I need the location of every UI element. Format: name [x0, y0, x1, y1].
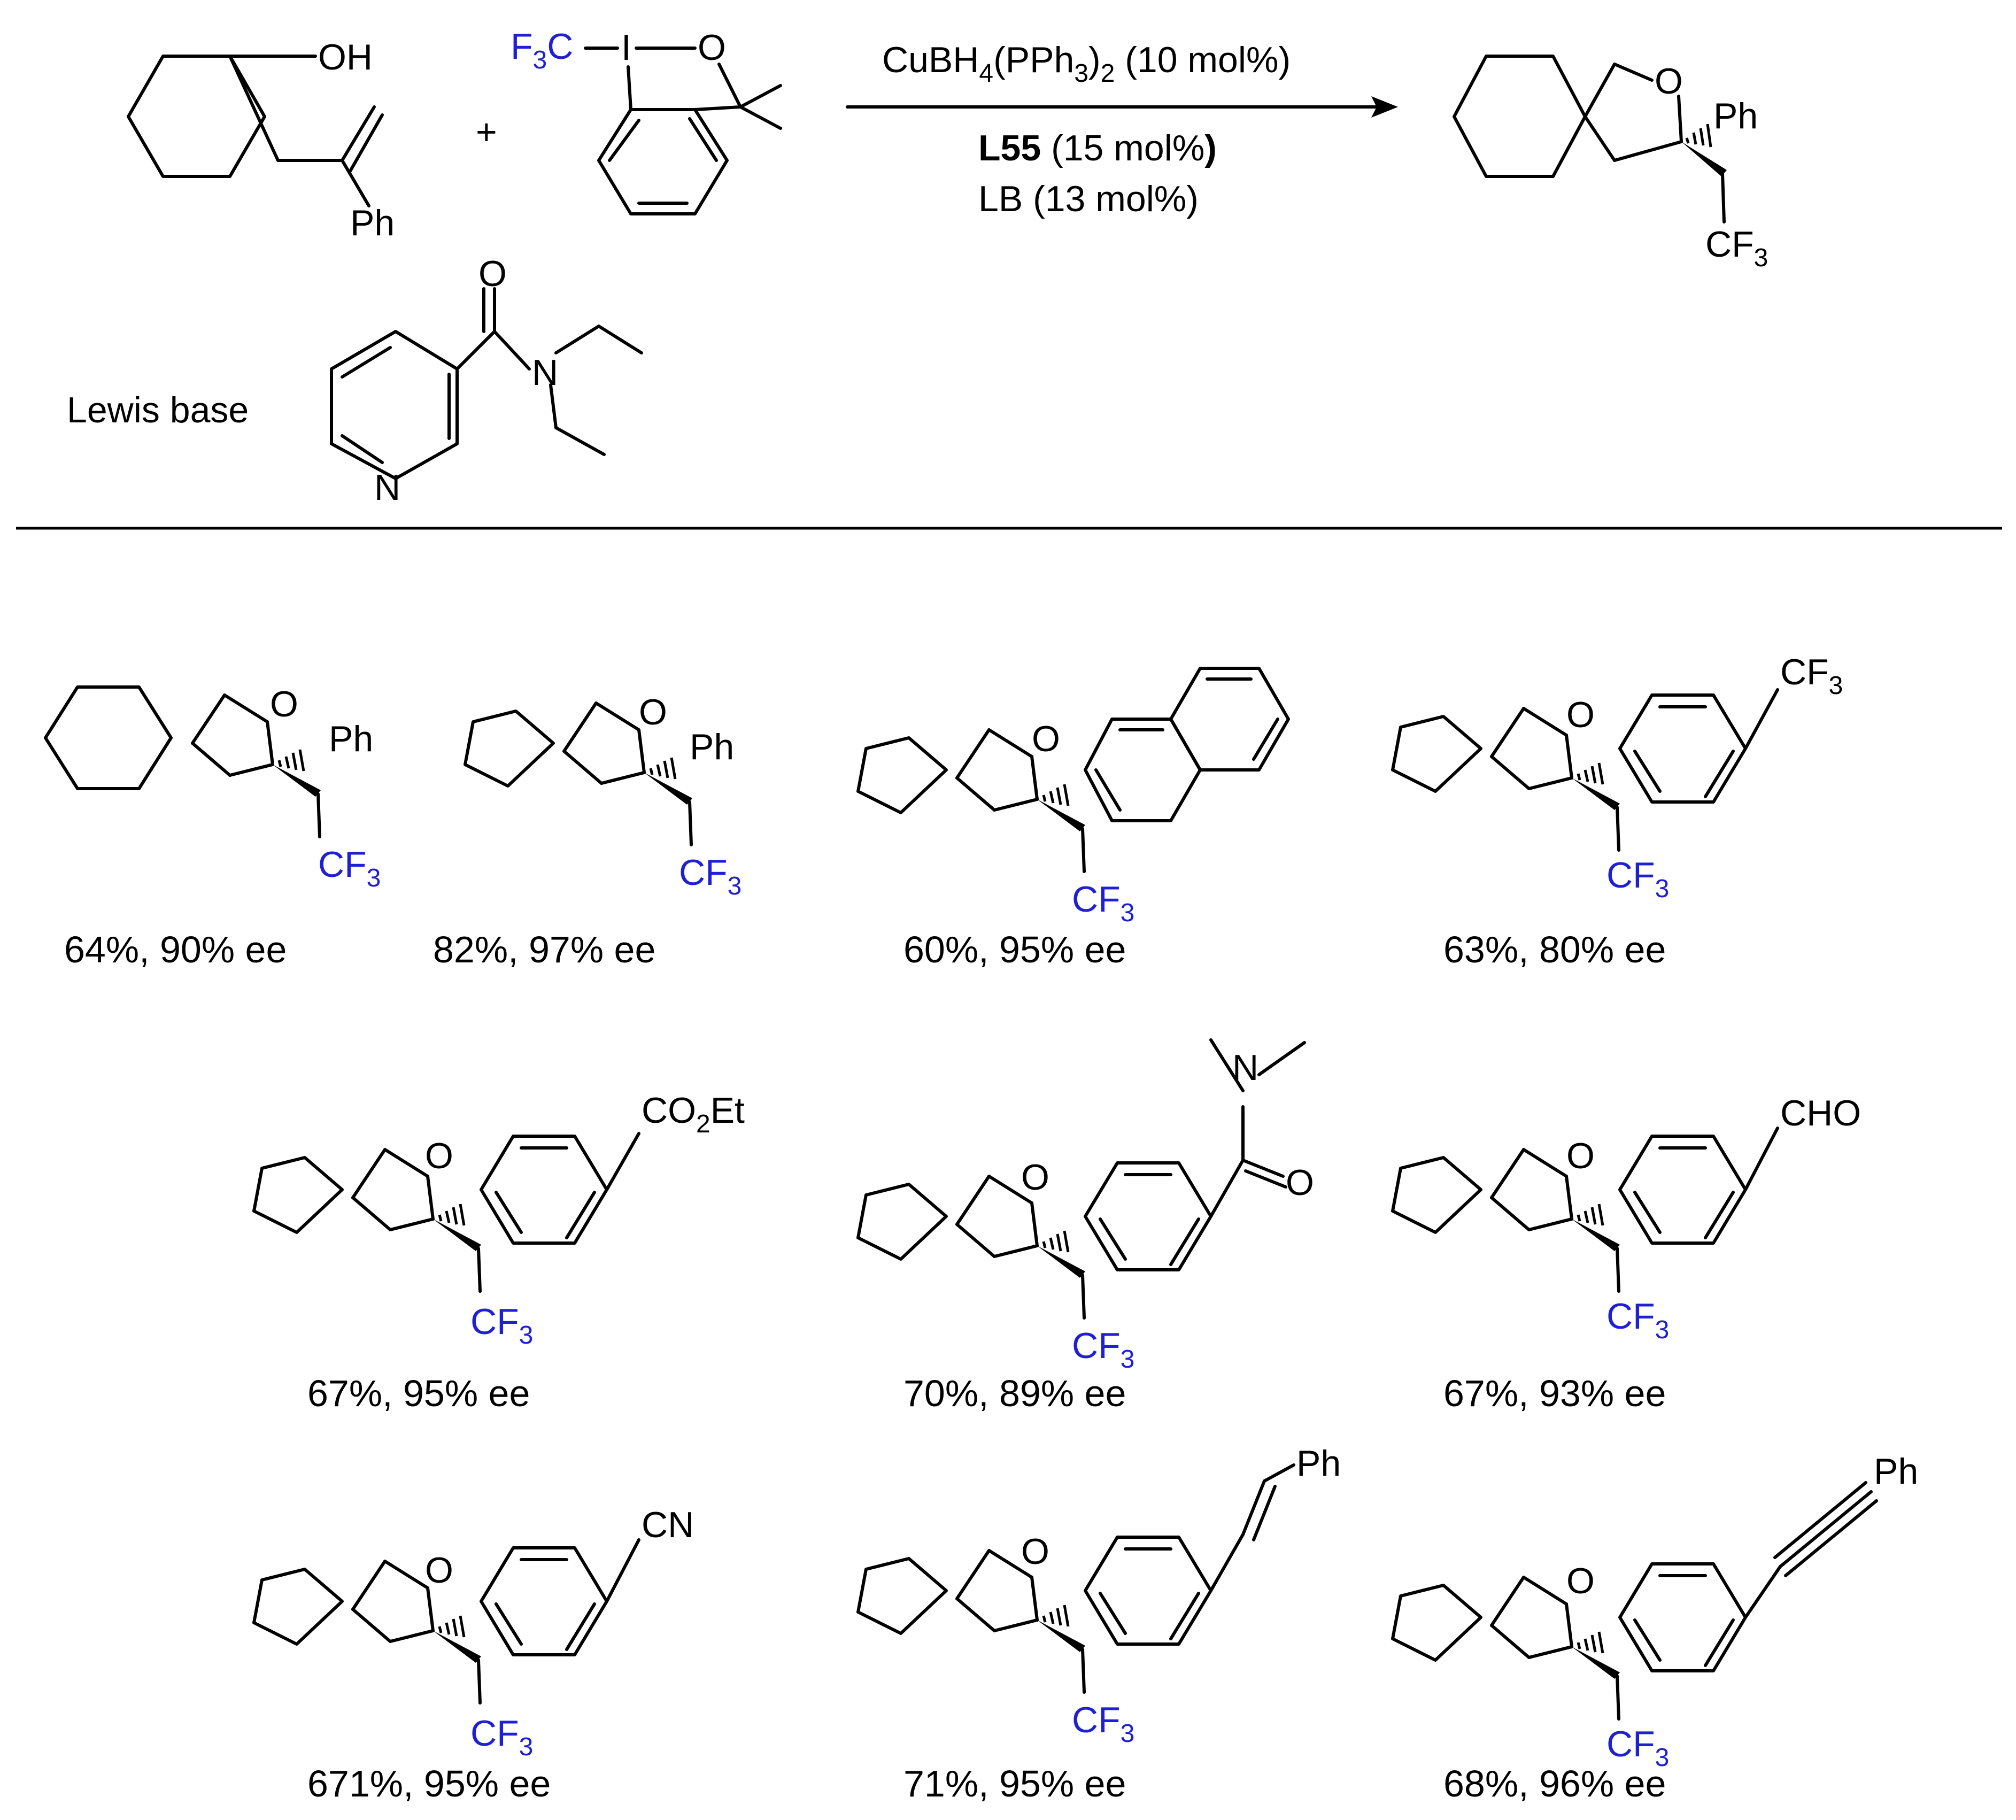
iodine-label: I: [621, 27, 631, 68]
yield-label: 71%, 95% ee: [903, 1763, 1126, 1804]
ph-label: Ph: [1874, 1451, 1918, 1492]
ph-label: Ph: [1713, 96, 1758, 136]
product-5: O CO2Et CF3 67%, 95% ee: [254, 1090, 745, 1414]
ph-label: Ph: [690, 727, 734, 767]
product-8: O CN CF3 671%, 95% ee: [254, 1505, 694, 1804]
cf3-label: CF3: [1606, 855, 1669, 903]
pyridine-n-label: N: [374, 467, 400, 508]
ph-label: Ph: [350, 203, 395, 243]
product-structure: O Ph CF3: [1453, 55, 1768, 272]
cf3-label: CF3: [1072, 879, 1134, 927]
o-label: O: [425, 1136, 453, 1176]
product-9: O Ph CF3 71%, 95% ee: [858, 1443, 1341, 1804]
plus-sign: +: [476, 112, 497, 152]
yield-label: 64%, 90% ee: [64, 929, 287, 970]
yield-label: 67%, 93% ee: [1443, 1372, 1666, 1414]
ligand-text: L55 (15 mol%): [978, 128, 1217, 168]
substrate-alkenyl-alcohol: OH Ph: [127, 37, 395, 243]
cf3-label: CF3: [1606, 1296, 1669, 1344]
f3c-f: F3C: [511, 26, 573, 74]
cf3-label: CF3: [470, 1713, 533, 1761]
cho-label: CHO: [1780, 1093, 1861, 1133]
catalyst-text: CuBH4(PPh3)2 (10 mol%): [882, 40, 1291, 88]
o-label: O: [1566, 1136, 1595, 1176]
product-7: O CHO CF3 67%, 93% ee: [1393, 1093, 1861, 1414]
reaction-arrow-conditions: CuBH4(PPh3)2 (10 mol%) L55 (15 mol%) LB …: [846, 40, 1398, 219]
ph-label: Ph: [1296, 1443, 1341, 1484]
cn-label: CN: [642, 1505, 694, 1545]
amide-n-label: N: [532, 352, 558, 393]
co2et-label: CO2Et: [642, 1090, 745, 1138]
lewis-base-loading-text: LB (13 mol%): [978, 179, 1199, 219]
cf3-substituent-label: CF3: [1780, 652, 1843, 700]
amide-o-label: O: [1286, 1162, 1314, 1203]
o-label: O: [1655, 61, 1683, 102]
o-label: O: [1566, 695, 1595, 735]
yield-label: 63%, 80% ee: [1443, 929, 1666, 970]
o-label: O: [639, 692, 667, 732]
yield-label: 82%, 97% ee: [433, 929, 655, 970]
ph-label: Ph: [329, 719, 373, 759]
yield-label: 68%, 96% ee: [1443, 1763, 1666, 1804]
o-label: O: [1566, 1561, 1595, 1601]
cf3-label: CF3: [679, 852, 741, 900]
oxygen-label: O: [698, 27, 726, 68]
cf3-label: CF3: [1072, 1325, 1134, 1374]
product-2: O Ph CF3 82%, 97% ee: [433, 692, 741, 970]
yield-label: 67%, 95% ee: [307, 1372, 530, 1414]
o-label: O: [270, 684, 298, 724]
cf3-label: CF3: [1606, 1724, 1669, 1772]
cf3-label: CF3: [1072, 1700, 1134, 1748]
cf3-label: CF3: [1705, 224, 1768, 272]
cf3-label: CF3: [470, 1301, 533, 1349]
yield-label: 60%, 95% ee: [903, 929, 1126, 970]
product-10: O Ph CF3 68%, 96% ee: [1393, 1451, 1918, 1804]
amide-n-label: N: [1232, 1047, 1258, 1088]
togni-reagent: F3C I O: [511, 26, 782, 215]
product-3: O CF3 60%, 95% ee: [858, 667, 1290, 970]
yield-label: 70%, 89% ee: [903, 1372, 1126, 1414]
o-label: O: [1021, 1531, 1049, 1572]
yield-label: 671%, 95% ee: [307, 1763, 551, 1804]
product-4: O CF3 CF3 63%, 80% ee: [1393, 652, 1843, 970]
o-label: O: [1032, 719, 1060, 759]
lewis-base-structure: O N N: [330, 253, 643, 508]
product-1: O Ph CF3 64%, 90% ee: [45, 684, 381, 970]
oh-label: OH: [318, 37, 373, 78]
lewis-base-caption: Lewis base: [67, 390, 249, 430]
o-label: O: [1021, 1157, 1049, 1198]
o-label: O: [425, 1550, 453, 1591]
carbonyl-o-label: O: [478, 253, 507, 294]
product-6: O N O CF3 70%, 89% ee: [858, 1038, 1314, 1414]
naphthyl-ring: [1084, 667, 1290, 822]
cf3-label: CF3: [318, 844, 381, 892]
